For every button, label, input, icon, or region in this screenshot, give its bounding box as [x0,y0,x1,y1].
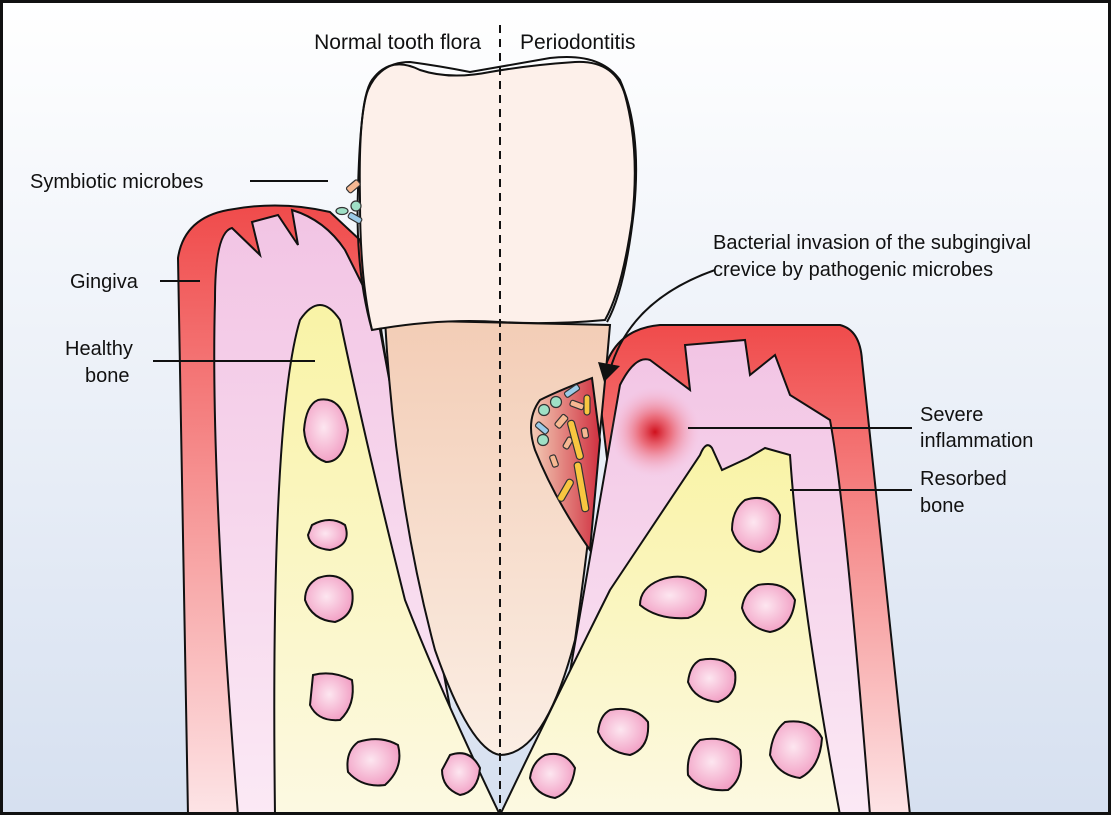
inflammation-spot [610,387,700,477]
label-symbiotic-microbes: Symbiotic microbes [30,171,203,193]
label-invasion-2: crevice by pathogenic microbes [713,259,993,281]
label-inflammation-1: Severe [920,404,983,426]
label-healthy-bone-1: Healthy [65,338,133,360]
tooth-crown [360,62,635,330]
label-resorbed-2: bone [920,495,965,517]
header-periodontitis: Periodontitis [520,31,636,54]
label-gingiva: Gingiva [70,271,139,293]
label-invasion-1: Bacterial invasion of the subgingival [713,232,1031,254]
label-resorbed-1: Resorbed [920,468,1007,490]
label-inflammation-2: inflammation [920,430,1033,452]
label-healthy-bone-2: bone [85,365,130,387]
header-normal-tooth-flora: Normal tooth flora [314,31,481,54]
